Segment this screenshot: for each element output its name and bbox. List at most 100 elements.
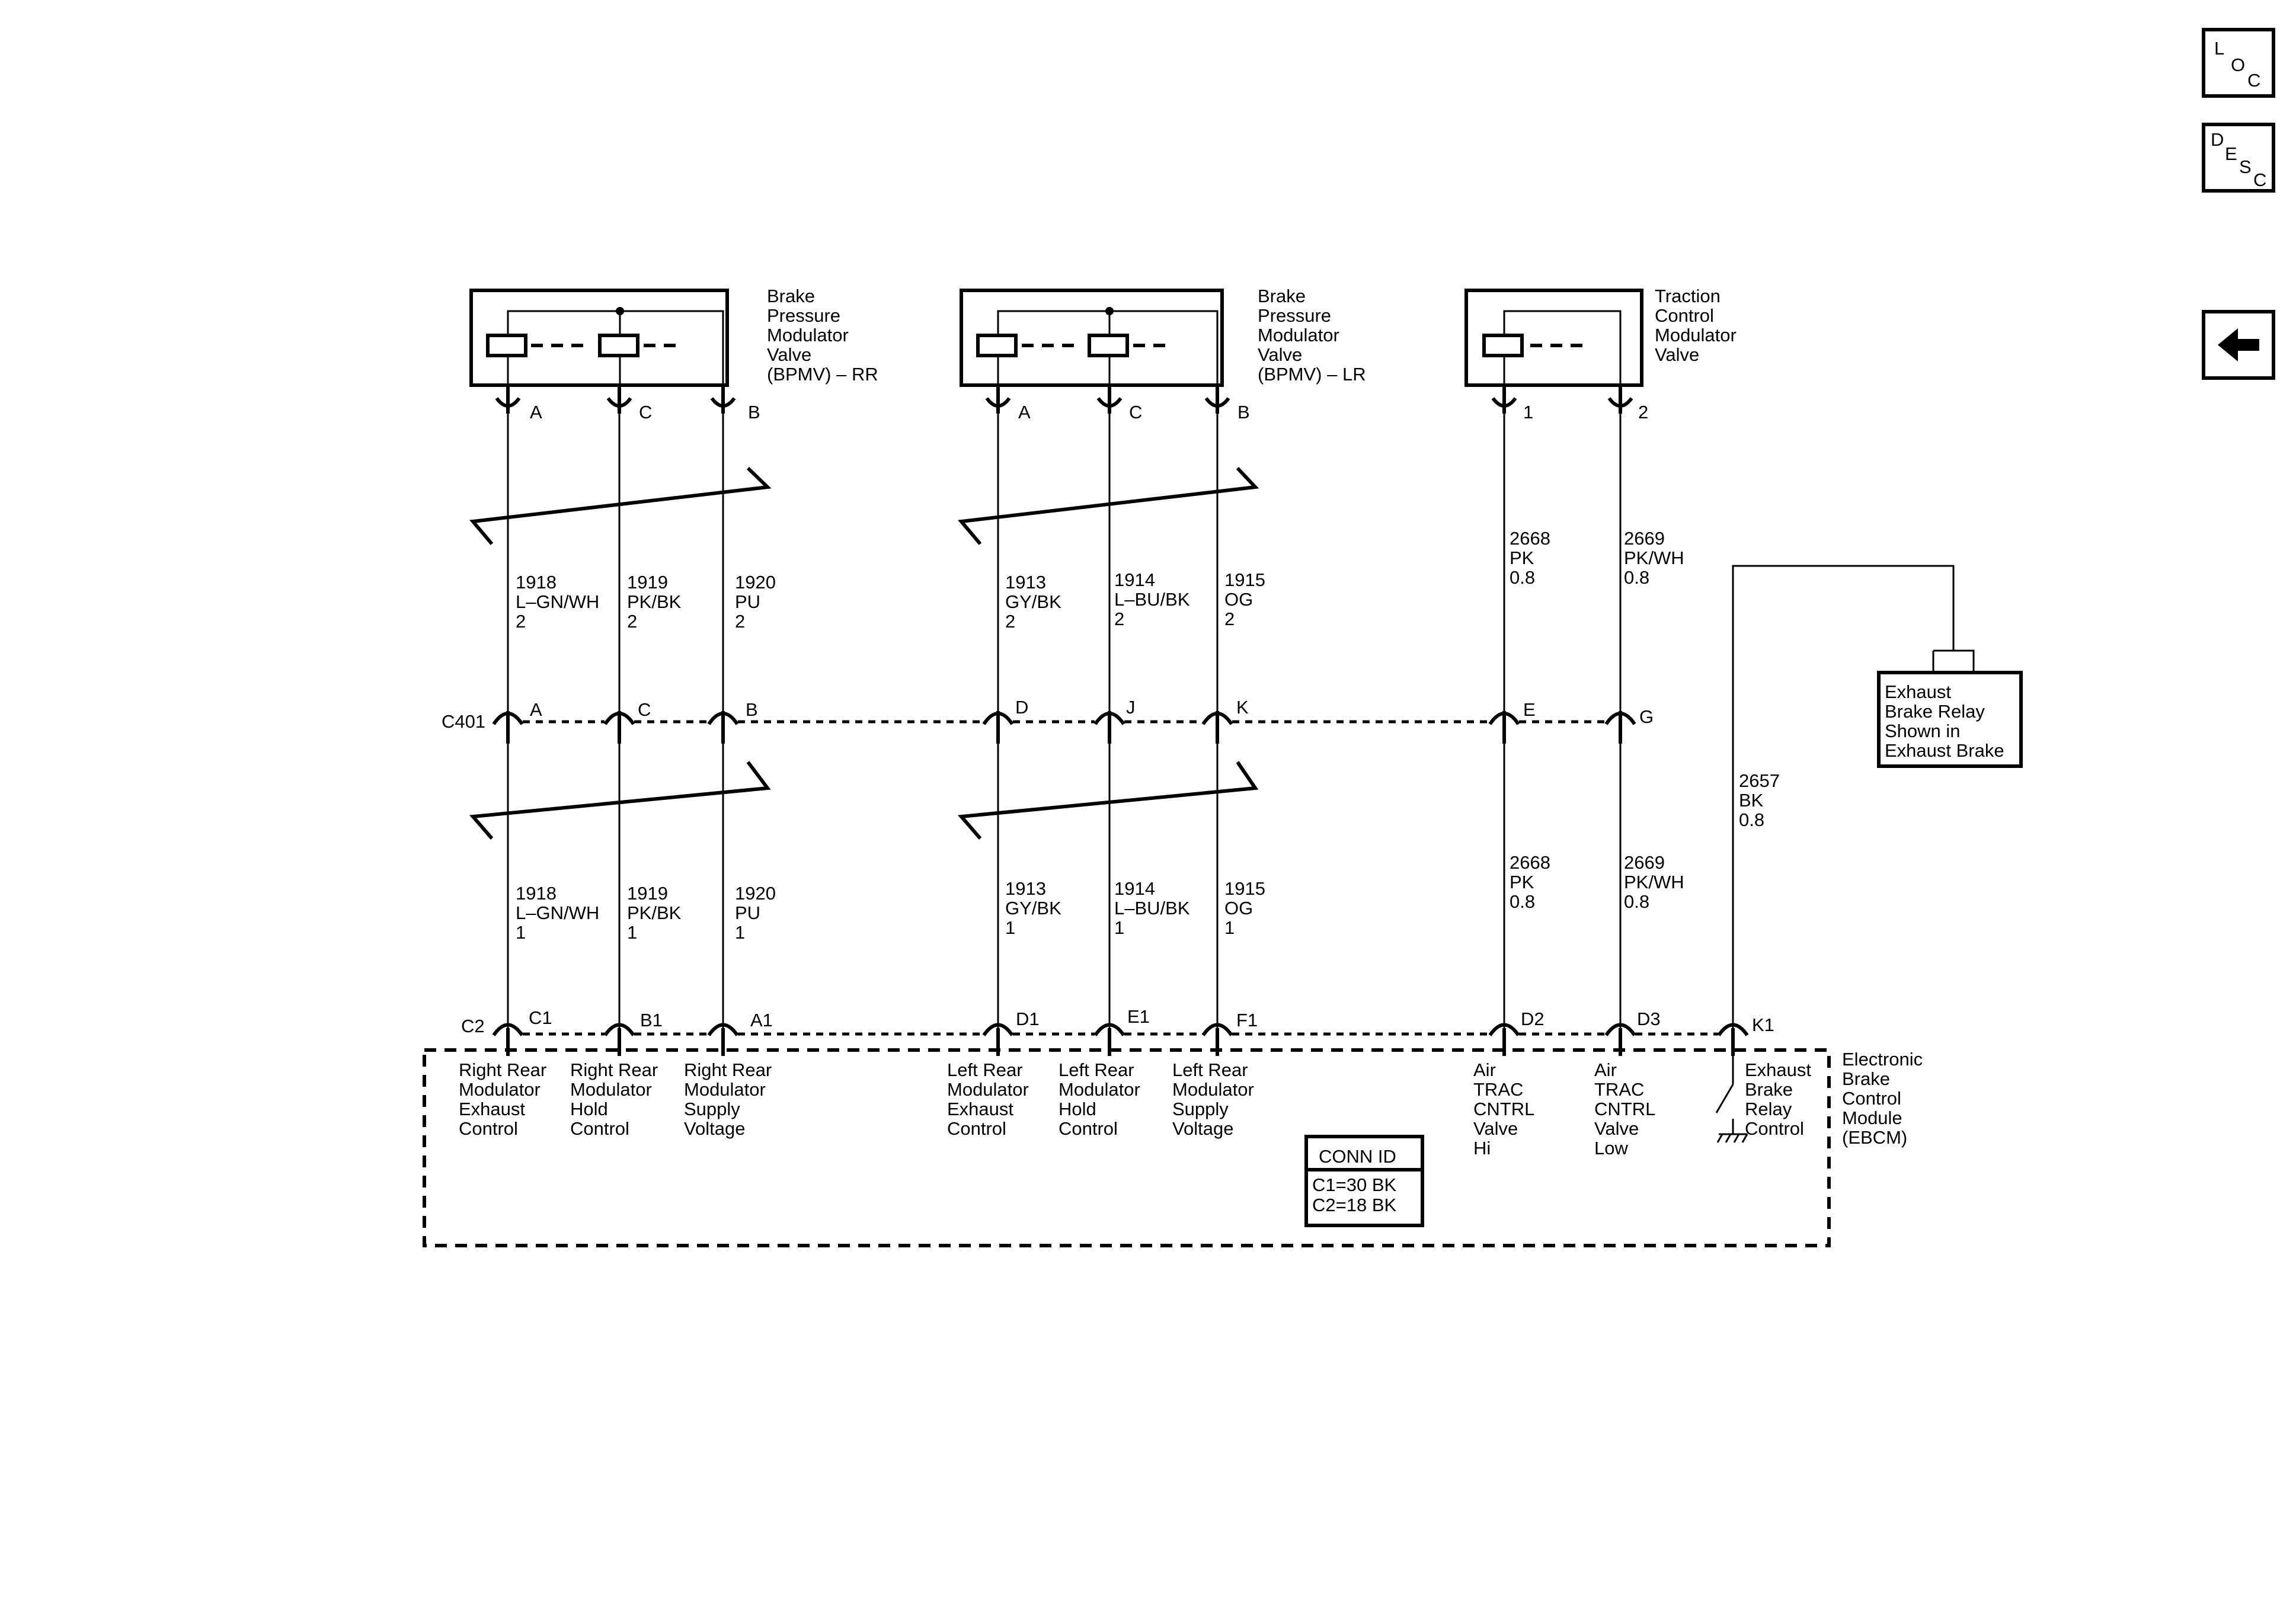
svg-text:Relay: Relay xyxy=(1745,1099,1792,1119)
svg-text:CNTRL: CNTRL xyxy=(1473,1099,1534,1119)
svg-text:TRAC: TRAC xyxy=(1473,1079,1523,1100)
svg-text:A: A xyxy=(1018,402,1031,422)
desc-letter-c: C xyxy=(2253,169,2266,190)
svg-text:L–GN/WH: L–GN/WH xyxy=(516,902,599,923)
svg-text:0.8: 0.8 xyxy=(1624,567,1649,588)
relay-wire-label: 0.8 xyxy=(1739,809,1764,830)
svg-text:Left Rear: Left Rear xyxy=(947,1060,1023,1080)
desc-button[interactable]: D E S C xyxy=(2202,123,2275,193)
harness-breaks xyxy=(469,466,1259,840)
svg-text:Exhaust: Exhaust xyxy=(459,1099,525,1119)
svg-text:1915: 1915 xyxy=(1224,878,1265,899)
svg-text:2: 2 xyxy=(1114,609,1124,629)
c401-pin-labels: C401 A C B D J K E G xyxy=(442,697,1654,732)
svg-text:Brake: Brake xyxy=(1842,1068,1890,1089)
svg-text:Control: Control xyxy=(570,1118,629,1139)
svg-text:1: 1 xyxy=(516,922,526,943)
svg-text:Modulator: Modulator xyxy=(684,1079,766,1100)
svg-text:Control: Control xyxy=(1655,305,1714,326)
svg-text:Supply: Supply xyxy=(684,1099,740,1119)
relay-switch xyxy=(1715,1056,1748,1143)
svg-text:TRAC: TRAC xyxy=(1594,1079,1644,1100)
svg-text:L–GN/WH: L–GN/WH xyxy=(516,591,599,612)
svg-text:0.8: 0.8 xyxy=(1510,567,1535,588)
svg-text:Hold: Hold xyxy=(1059,1099,1096,1119)
svg-text:Electronic: Electronic xyxy=(1842,1049,1923,1070)
svg-text:Modulator: Modulator xyxy=(767,325,849,345)
svg-text:Exhaust: Exhaust xyxy=(1885,681,1951,702)
desc-letter-e: E xyxy=(2225,143,2237,164)
back-button[interactable] xyxy=(2202,310,2275,380)
svg-text:GY/BK: GY/BK xyxy=(1005,898,1061,918)
svg-text:B: B xyxy=(746,699,758,720)
top-pin-labels: A C B A C B 1 2 xyxy=(530,402,1648,422)
svg-text:Control: Control xyxy=(1059,1118,1118,1139)
svg-text:Brake Relay: Brake Relay xyxy=(1885,701,1985,722)
loc-button[interactable]: L O C xyxy=(2202,28,2275,98)
svg-text:C: C xyxy=(1129,402,1142,422)
svg-text:Modulator: Modulator xyxy=(570,1079,652,1100)
conn-id-box: CONN ID C1=30 BK C2=18 BK xyxy=(1304,1135,1424,1227)
wire-labels-lower: 1918 L–GN/WH 1 1919 PK/BK 1 1920 PU 1 19… xyxy=(516,770,1780,943)
svg-text:Modulator: Modulator xyxy=(1172,1079,1254,1100)
svg-text:Control: Control xyxy=(1745,1118,1804,1139)
svg-text:PK/BK: PK/BK xyxy=(627,902,682,923)
svg-text:0.8: 0.8 xyxy=(1624,891,1649,912)
svg-text:Voltage: Voltage xyxy=(684,1118,745,1139)
svg-text:1: 1 xyxy=(627,922,637,943)
svg-text:D1: D1 xyxy=(1016,1009,1040,1029)
svg-text:C: C xyxy=(638,699,651,720)
svg-text:Right Rear: Right Rear xyxy=(570,1060,658,1080)
bpmv-rr-label: Brake Pressure Modulator Valve (BPMV) – … xyxy=(767,286,878,385)
svg-text:2: 2 xyxy=(1638,402,1648,422)
ebcm-connector xyxy=(492,1023,1749,1056)
svg-text:F1: F1 xyxy=(1236,1010,1258,1030)
svg-text:1919: 1919 xyxy=(627,883,668,904)
conn-id-title: CONN ID xyxy=(1319,1146,1396,1167)
svg-text:E1: E1 xyxy=(1127,1006,1150,1027)
svg-text:0.8: 0.8 xyxy=(1510,891,1535,912)
svg-text:1914: 1914 xyxy=(1114,878,1155,899)
svg-text:B: B xyxy=(1237,402,1250,422)
svg-text:PK: PK xyxy=(1510,872,1534,892)
svg-text:Pressure: Pressure xyxy=(767,305,840,326)
ebcm-pin-labels: C2 C1 B1 A1 D1 E1 F1 D2 D3 K1 xyxy=(461,1006,1774,1036)
svg-text:D: D xyxy=(1015,697,1028,718)
svg-text:1: 1 xyxy=(735,922,745,943)
svg-text:(BPMV) – LR: (BPMV) – LR xyxy=(1258,364,1366,385)
traction-control-modulator-valve xyxy=(1464,289,1643,396)
svg-text:1918: 1918 xyxy=(516,883,557,904)
svg-text:1913: 1913 xyxy=(1005,878,1046,899)
relay-wire-label: 2657 xyxy=(1739,770,1780,791)
svg-text:Right Rear: Right Rear xyxy=(459,1060,546,1080)
desc-letter-d: D xyxy=(2211,129,2224,150)
svg-text:Brake: Brake xyxy=(767,286,815,306)
svg-text:1914: 1914 xyxy=(1114,569,1155,590)
svg-text:Hi: Hi xyxy=(1473,1138,1491,1158)
svg-text:Left Rear: Left Rear xyxy=(1059,1060,1134,1080)
svg-text:1919: 1919 xyxy=(627,572,668,593)
loc-letter-c: C xyxy=(2247,70,2260,91)
svg-text:Supply: Supply xyxy=(1172,1099,1229,1119)
svg-text:2669: 2669 xyxy=(1624,852,1665,873)
svg-text:PK: PK xyxy=(1510,548,1534,568)
svg-text:L–BU/BK: L–BU/BK xyxy=(1114,589,1190,610)
top-connector-pins xyxy=(495,385,1633,414)
svg-text:Modulator: Modulator xyxy=(947,1079,1029,1100)
tcmv-label: Traction Control Modulator Valve xyxy=(1655,286,1737,365)
svg-text:1920: 1920 xyxy=(735,572,776,593)
svg-text:Control: Control xyxy=(1842,1088,1901,1109)
svg-text:(BPMV) – RR: (BPMV) – RR xyxy=(767,364,878,385)
svg-text:Low: Low xyxy=(1594,1138,1628,1158)
svg-text:CNTRL: CNTRL xyxy=(1594,1099,1655,1119)
svg-text:2: 2 xyxy=(1005,611,1015,632)
left-arrow-icon xyxy=(2218,328,2259,361)
svg-text:Valve: Valve xyxy=(767,344,811,365)
svg-text:Control: Control xyxy=(947,1118,1006,1139)
svg-text:2: 2 xyxy=(1224,609,1235,629)
svg-text:J: J xyxy=(1126,697,1136,718)
svg-text:1913: 1913 xyxy=(1005,572,1046,593)
ebcm-function-labels: Right Rear Modulator Exhaust Control Rig… xyxy=(459,1060,1811,1158)
svg-text:2: 2 xyxy=(627,611,637,632)
